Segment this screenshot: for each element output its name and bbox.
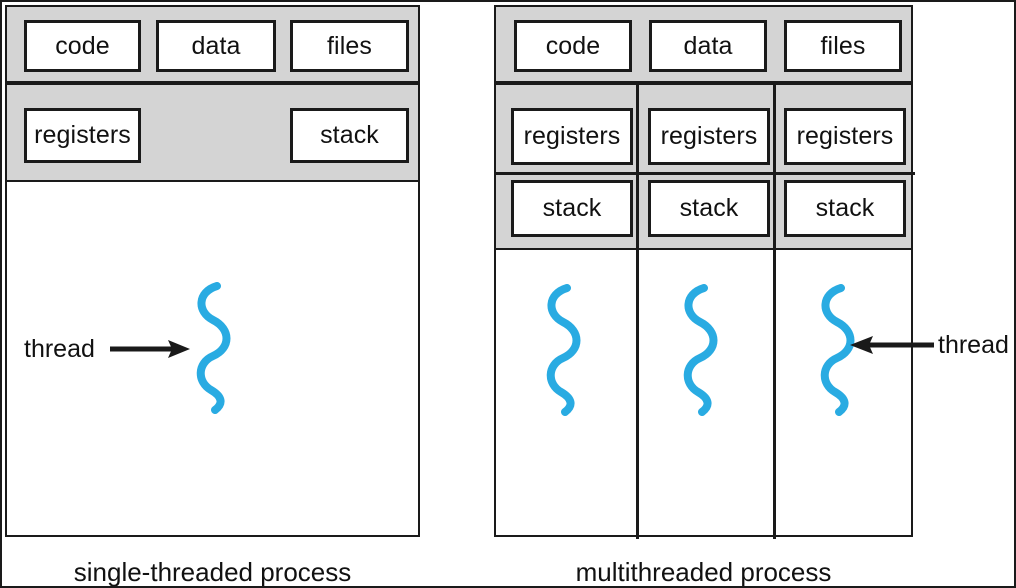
single-threaded-process-panel: code data files registers stack thread — [5, 5, 420, 537]
thread-squiggle — [683, 284, 718, 416]
resource-box-files: files — [290, 20, 409, 72]
resource-box-files: files — [784, 20, 902, 72]
resource-box-stack: stack — [290, 108, 409, 163]
thread-column-divider — [636, 248, 639, 539]
resource-box-stack: stack — [511, 180, 633, 237]
resource-box-stack: stack — [648, 180, 770, 237]
multi-thread-resource-band: registers registers registers stack stac… — [494, 83, 915, 252]
resource-box-code: code — [24, 20, 141, 72]
resource-box-data: data — [156, 20, 276, 72]
thread-squiggle — [196, 282, 231, 414]
multithreaded-process-panel: code data files registers registers regi… — [494, 5, 915, 539]
single-shared-resource-band: code data files — [5, 5, 420, 83]
resource-box-code: code — [514, 20, 632, 72]
thread-column-divider — [773, 248, 776, 539]
thread-squiggle — [546, 284, 581, 416]
resource-box-registers: registers — [24, 108, 141, 163]
single-threaded-caption: single-threaded process — [73, 557, 352, 587]
resource-box-registers: registers — [648, 108, 770, 165]
multi-shared-resource-band: code data files — [494, 5, 913, 83]
resource-box-data: data — [649, 20, 767, 72]
thread-column-divider — [773, 85, 776, 252]
thread-row-divider — [496, 172, 915, 175]
resource-box-stack: stack — [784, 180, 906, 237]
resource-box-registers: registers — [511, 108, 633, 165]
thread-column-divider — [636, 85, 639, 252]
resource-box-registers: registers — [784, 108, 906, 165]
single-thread-label: thread — [24, 335, 95, 363]
single-thread-resource-band: registers stack — [5, 83, 420, 182]
multi-thread-arrow-icon — [850, 336, 934, 354]
multithreaded-caption: multithreaded process — [575, 557, 832, 587]
single-thread-arrow-icon — [110, 340, 190, 358]
multi-thread-label: thread — [938, 331, 1009, 359]
